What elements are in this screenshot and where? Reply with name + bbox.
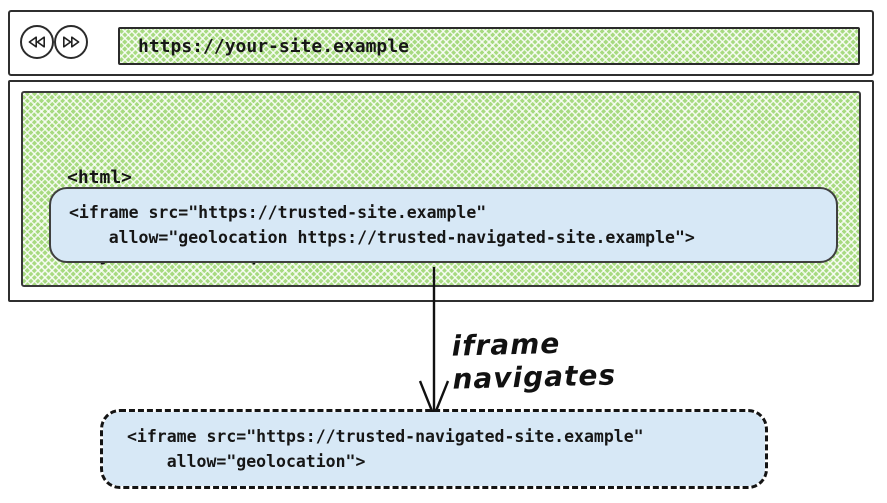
forward-button — [54, 25, 88, 59]
browser-topbar: https://your-site.example — [8, 10, 874, 76]
url-bar: https://your-site.example — [118, 27, 860, 65]
navigated-iframe-code-box: <iframe src="https://trusted-navigated-s… — [100, 409, 768, 489]
iframe-allow-line: allow="geolocation https://trusted-navig… — [69, 228, 695, 247]
url-text: https://your-site.example — [138, 35, 409, 57]
iframe-src-line: <iframe src="https://trusted-site.exampl… — [69, 203, 487, 222]
arrow-label: iframe navigates — [451, 326, 617, 396]
rewind-icon — [25, 32, 49, 52]
page-content-area: <html> // your-site.example code <iframe… — [21, 91, 861, 287]
embedded-iframe-code-box: <iframe src="https://trusted-site.exampl… — [49, 187, 838, 263]
html-tag-line: <html> — [67, 167, 133, 188]
fast-forward-icon — [59, 32, 83, 52]
back-button — [20, 25, 54, 59]
navigated-iframe-allow-line: allow="geolocation"> — [127, 452, 366, 471]
navigated-iframe-src-line: <iframe src="https://trusted-navigated-s… — [127, 427, 644, 446]
browser-viewport: <html> // your-site.example code <iframe… — [8, 80, 874, 302]
